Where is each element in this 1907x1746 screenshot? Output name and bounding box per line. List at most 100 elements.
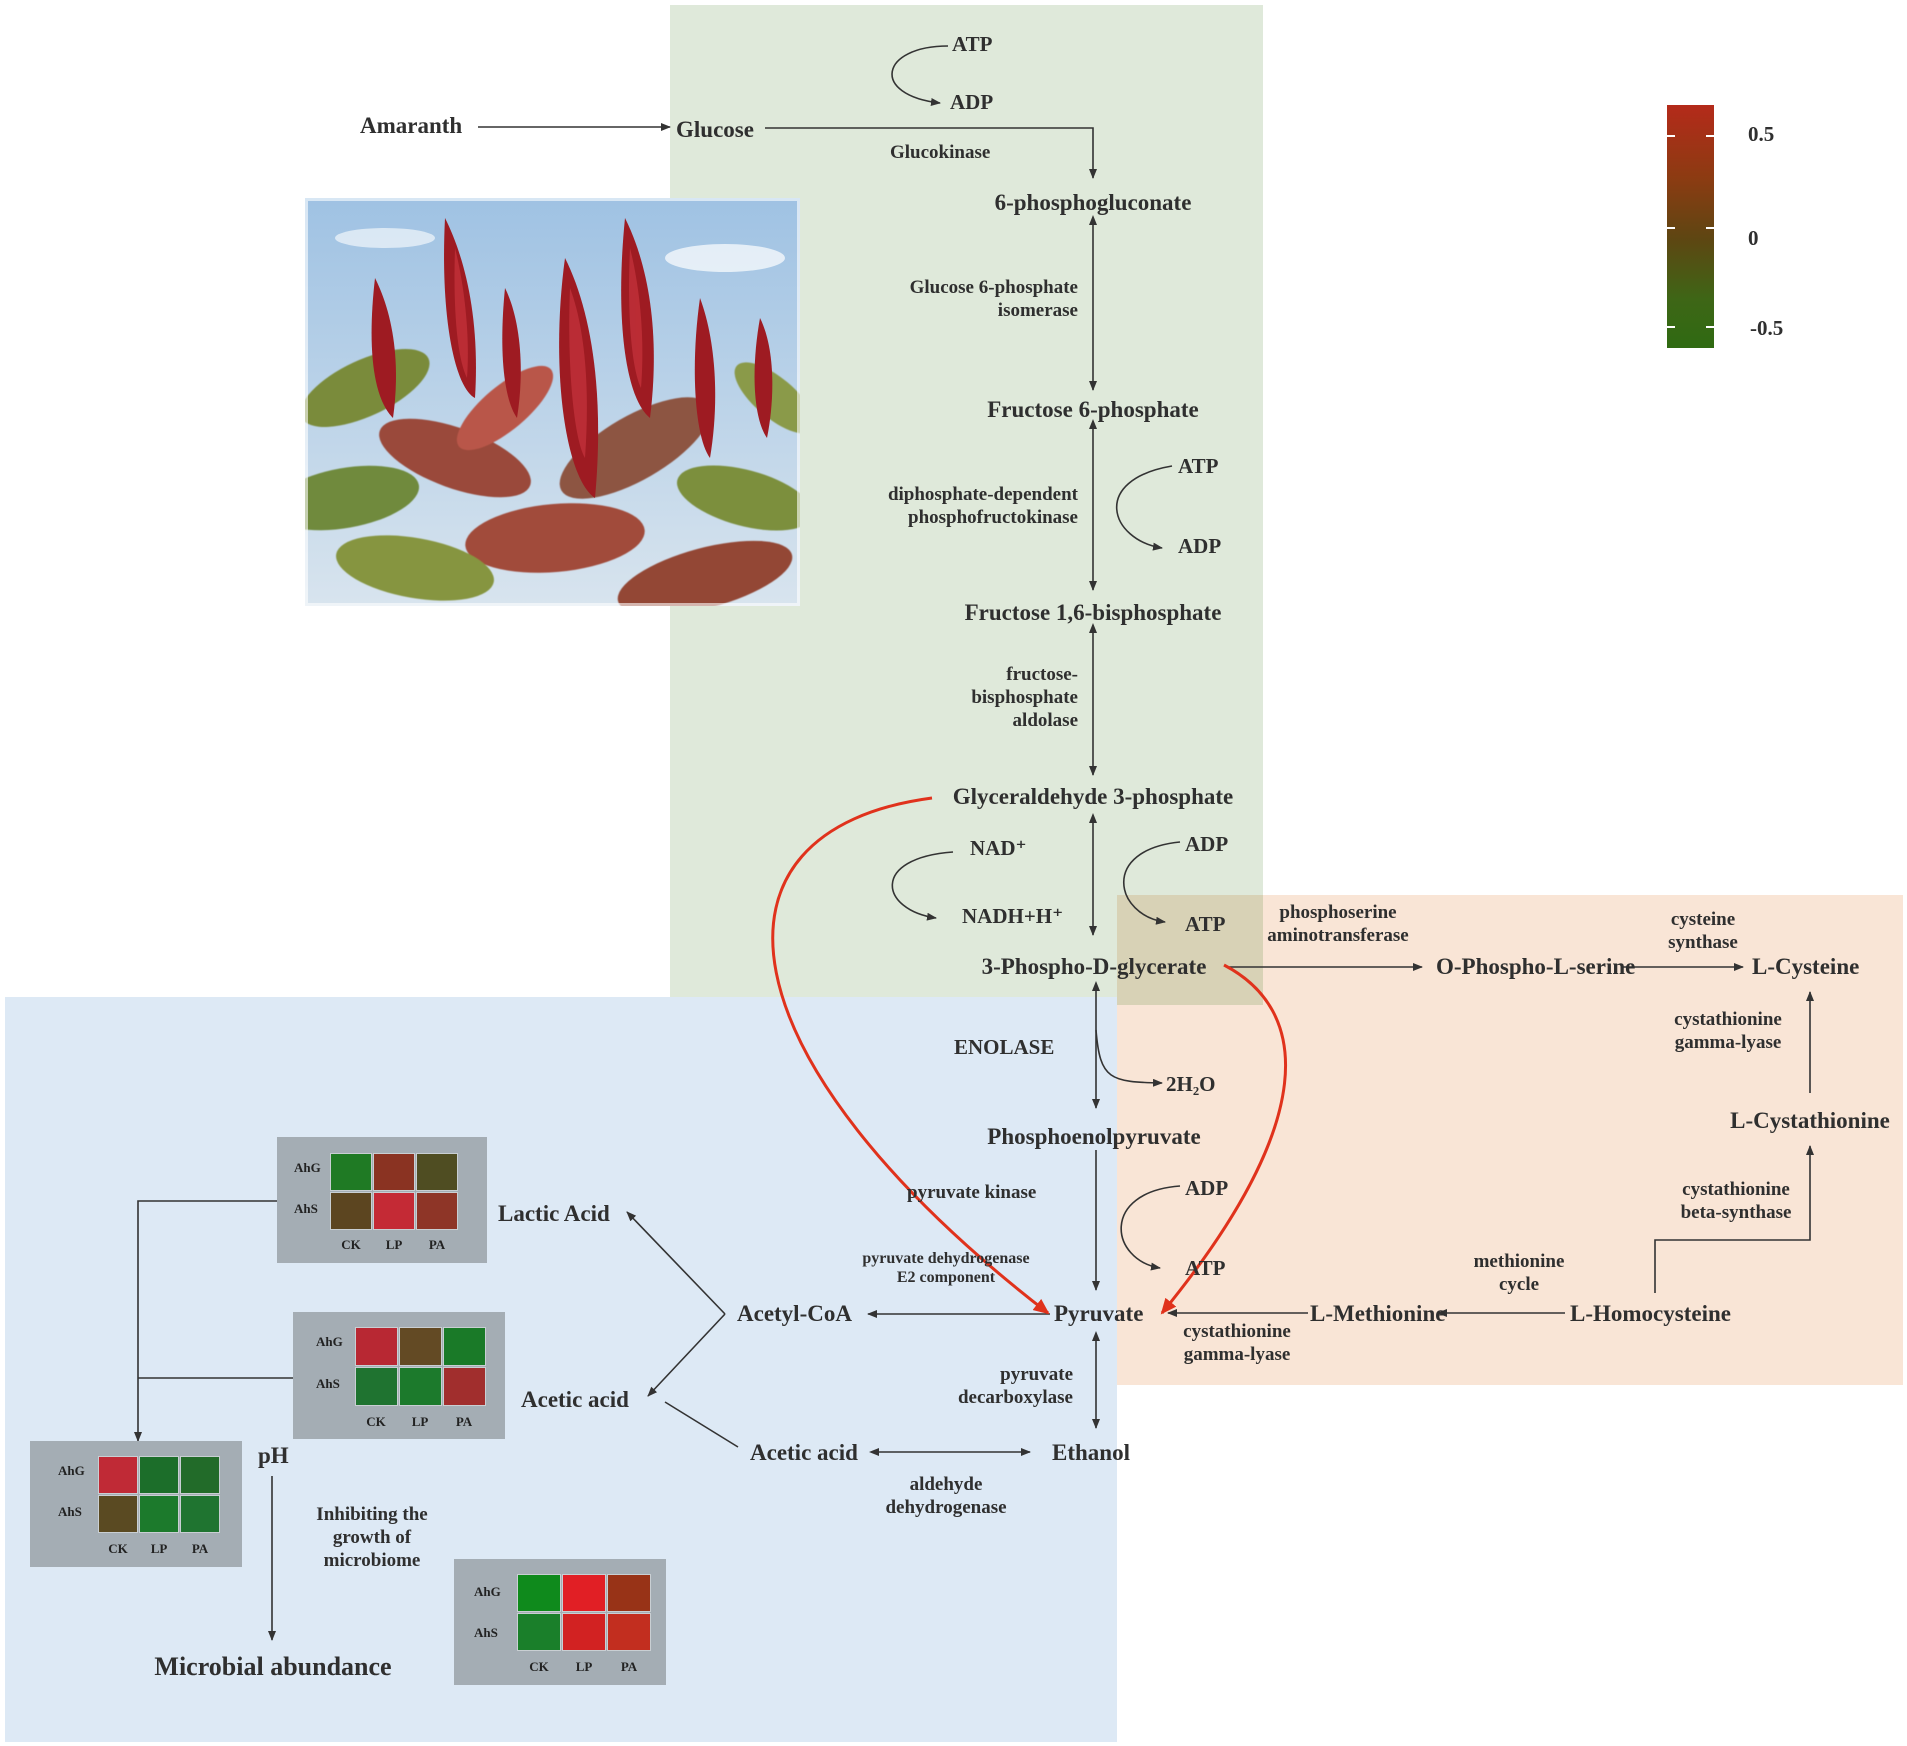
enzyme-line: gamma-lyase — [1183, 1343, 1291, 1365]
heatmap-cell — [98, 1495, 138, 1533]
adp-label: ADP — [1185, 1176, 1229, 1200]
enzyme-line: cycle — [1498, 1273, 1540, 1295]
o-phospho-l-serine-node: O-Phospho-L-serine — [1436, 954, 1636, 979]
glucose-6-phosphate-isomerase-enzyme: Glucose 6-phosphate isomerase — [910, 277, 1078, 323]
acetyl-coa-node: Acetyl-CoA — [737, 1301, 852, 1326]
fructose-bisphosphate-aldolase-enzyme: fructose- bisphosphate aldolase — [971, 664, 1078, 732]
enzyme-line: methionine — [1473, 1251, 1565, 1272]
cystathionine-gamma-lyase-enzyme: cystathionine gamma-lyase — [1183, 1321, 1291, 1367]
6-phosphogluconate-node: 6-phosphogluconate — [994, 190, 1192, 215]
adp-label: ADP — [1178, 534, 1222, 558]
scale-label-high: 0.5 — [1748, 122, 1775, 146]
enzyme-line: pyruvate — [1000, 1364, 1073, 1385]
enzyme-line: E2 component — [896, 1269, 996, 1287]
heatmap-col-label: LP — [385, 1237, 403, 1252]
enzyme-line: fructose- — [1006, 664, 1078, 685]
heatmap-cell — [399, 1367, 442, 1406]
atp-label: ATP — [1178, 454, 1219, 478]
heatmap-col-label: LP — [575, 1659, 593, 1674]
cysteine-synthase-enzyme: cysteine synthase — [1668, 909, 1738, 955]
l-cystathionine-node: L-Cystathionine — [1730, 1108, 1890, 1133]
scale-label-mid: 0 — [1748, 226, 1759, 250]
enzyme-line: bisphosphate — [971, 686, 1078, 708]
enzyme-line: aldehyde — [909, 1474, 983, 1495]
adp-label: ADP — [1185, 832, 1229, 856]
fructose-16-bisphosphate-node: Fructose 1,6-bisphosphate — [964, 600, 1222, 625]
enzyme-line: diphosphate-dependent — [887, 484, 1078, 505]
cystathionine-gamma-lyase-enzyme: cystathionine gamma-lyase — [1674, 1009, 1782, 1055]
enzyme-line: gamma-lyase — [1674, 1031, 1782, 1053]
heatmap-cell — [517, 1613, 561, 1651]
heatmap-cell — [330, 1192, 372, 1230]
color-scale-bar — [1667, 105, 1714, 348]
acetic-acid-node: Acetic acid — [521, 1387, 629, 1412]
heatmap-cell — [373, 1153, 415, 1191]
methionine-cycle-label: methionine cycle — [1474, 1251, 1565, 1297]
heatmap-cell — [562, 1613, 606, 1651]
heatmap-col-label: PA — [191, 1541, 209, 1556]
heatmap-cell — [139, 1456, 179, 1494]
heatmap-row-label: AhG — [58, 1463, 85, 1478]
label-line: growth of — [332, 1526, 412, 1548]
enzyme-line: aminotransferase — [1267, 924, 1409, 946]
inhibiting-growth-label: Inhibiting the growth of microbiome — [316, 1504, 427, 1572]
heatmap-cell — [607, 1574, 651, 1612]
heatmap-cell — [355, 1327, 398, 1366]
phosphoserine-aminotransferase-enzyme: phosphoserine aminotransferase — [1267, 902, 1408, 948]
atp-label: ATP — [1185, 912, 1226, 936]
heatmap-cell — [399, 1327, 442, 1366]
enzyme-line: phosphofructokinase — [908, 506, 1078, 528]
microbial-abundance-heatmap: AhG AhS CK LP PA — [454, 1559, 666, 1685]
cystathionine-beta-synthase-enzyme: cystathionine beta-synthase — [1681, 1179, 1792, 1225]
phosphoenolpyruvate-node: Phosphoenolpyruvate — [987, 1124, 1201, 1149]
heatmap-cell — [443, 1367, 486, 1406]
amaranth-plant-image — [305, 198, 800, 606]
enzyme-line: cystathionine — [1682, 1179, 1790, 1200]
amaranth-label: Amaranth — [360, 113, 463, 138]
l-cysteine-node: L-Cysteine — [1752, 954, 1860, 979]
heatmap-cell — [98, 1456, 138, 1494]
enzyme-line: synthase — [1668, 931, 1738, 953]
atp-label: ATP — [1185, 1256, 1226, 1280]
label-line: Inhibiting the — [316, 1504, 428, 1525]
enzyme-line: isomerase — [997, 299, 1078, 321]
pyruvate-kinase-enzyme: pyruvate kinase — [907, 1182, 1037, 1203]
glyceraldehyde-3-phosphate-node: Glyceraldehyde 3-phosphate — [952, 784, 1234, 809]
heatmap-col-label: LP — [411, 1414, 429, 1429]
scale-label-low: -0.5 — [1750, 316, 1784, 340]
heatmap-col-label: CK — [341, 1237, 361, 1252]
heatmap-col-label: CK — [529, 1659, 549, 1674]
microbial-abundance-node: Microbial abundance — [154, 1652, 392, 1681]
heatmap-col-label: PA — [620, 1659, 638, 1674]
ph-label: pH — [258, 1443, 289, 1468]
heatmap-cell — [517, 1574, 561, 1612]
heatmap-col-label: CK — [366, 1414, 386, 1429]
enzyme-line: decarboxylase — [957, 1386, 1073, 1408]
acetic-acid-node: Acetic acid — [750, 1440, 858, 1465]
scale-tick — [1667, 135, 1675, 137]
aldehyde-dehydrogenase-enzyme: aldehyde dehydrogenase — [885, 1474, 1006, 1520]
scale-tick — [1706, 135, 1714, 137]
water-label: 2H₂O — [1166, 1072, 1216, 1096]
heatmap-col-label: PA — [455, 1414, 473, 1429]
lactic-acid-heatmap: AhG AhS CK LP PA — [277, 1137, 487, 1263]
ethanol-node: Ethanol — [1052, 1440, 1130, 1465]
heatmap-col-label: LP — [150, 1541, 168, 1556]
heatmap-row-label: AhG — [294, 1160, 321, 1175]
adp-label: ADP — [950, 90, 994, 114]
scale-tick — [1667, 227, 1675, 229]
pyruvate-dehydrogenase-enzyme: pyruvate dehydrogenase E2 component — [862, 1249, 1029, 1287]
heatmap-cell — [373, 1192, 415, 1230]
l-homocysteine-node: L-Homocysteine — [1570, 1301, 1731, 1326]
heatmap-cell — [139, 1495, 179, 1533]
glucose-node: Glucose — [676, 117, 754, 142]
heatmap-cell — [180, 1456, 220, 1494]
heatmap-row-label: AhG — [474, 1584, 501, 1599]
enzyme-line: cystathionine — [1674, 1009, 1782, 1030]
enzyme-line: pyruvate dehydrogenase — [862, 1250, 1030, 1267]
heatmap-cell — [443, 1327, 486, 1366]
atp-label: ATP — [952, 32, 993, 56]
heatmap-row-label: AhS — [58, 1504, 82, 1519]
enzyme-line: aldolase — [1012, 709, 1078, 731]
